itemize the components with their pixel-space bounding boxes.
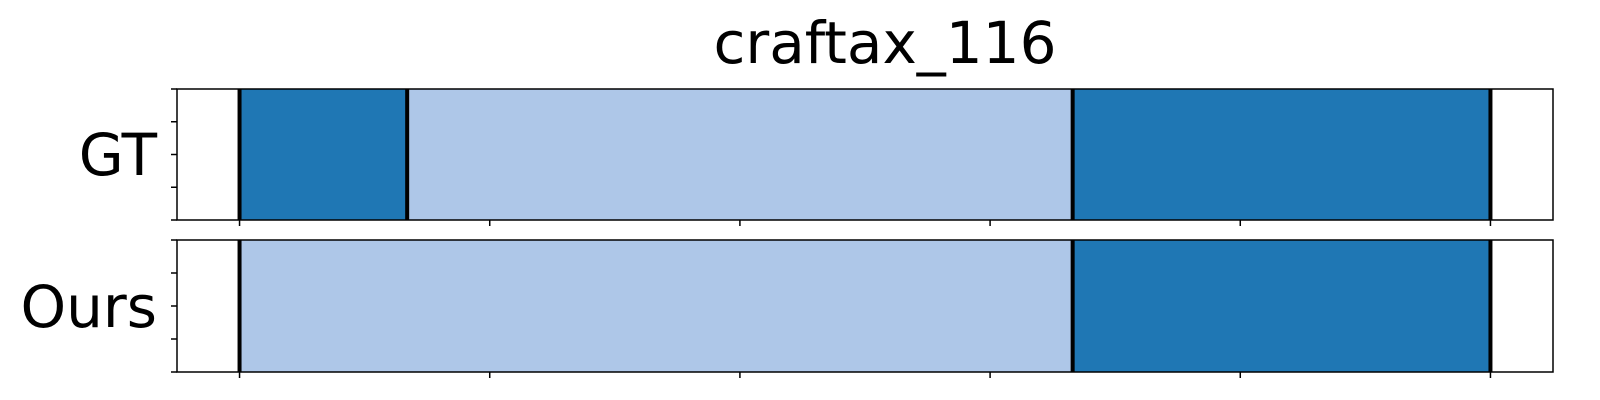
panel-gt: GT <box>79 88 1554 226</box>
gt-boundaries <box>237 89 1493 220</box>
chart-title: craftax_116 <box>714 9 1057 77</box>
gt-segment-2 <box>1072 89 1491 220</box>
panel-ours: Ours <box>21 239 1554 378</box>
ours-segment-0 <box>239 240 1073 372</box>
ours-segment-1 <box>1072 240 1491 372</box>
gt-segments <box>239 89 1491 220</box>
gt-x-ticks <box>238 220 1492 226</box>
gt-segment-0 <box>239 89 408 220</box>
gt-y-ticks <box>171 88 177 221</box>
gt-segment-1 <box>407 89 1073 220</box>
ours-boundaries <box>237 240 1493 372</box>
gt-row-label: GT <box>79 121 158 189</box>
ours-segments <box>239 240 1491 372</box>
ours-x-ticks <box>238 372 1492 378</box>
ours-row-label: Ours <box>21 273 157 341</box>
ours-y-ticks <box>171 239 177 373</box>
